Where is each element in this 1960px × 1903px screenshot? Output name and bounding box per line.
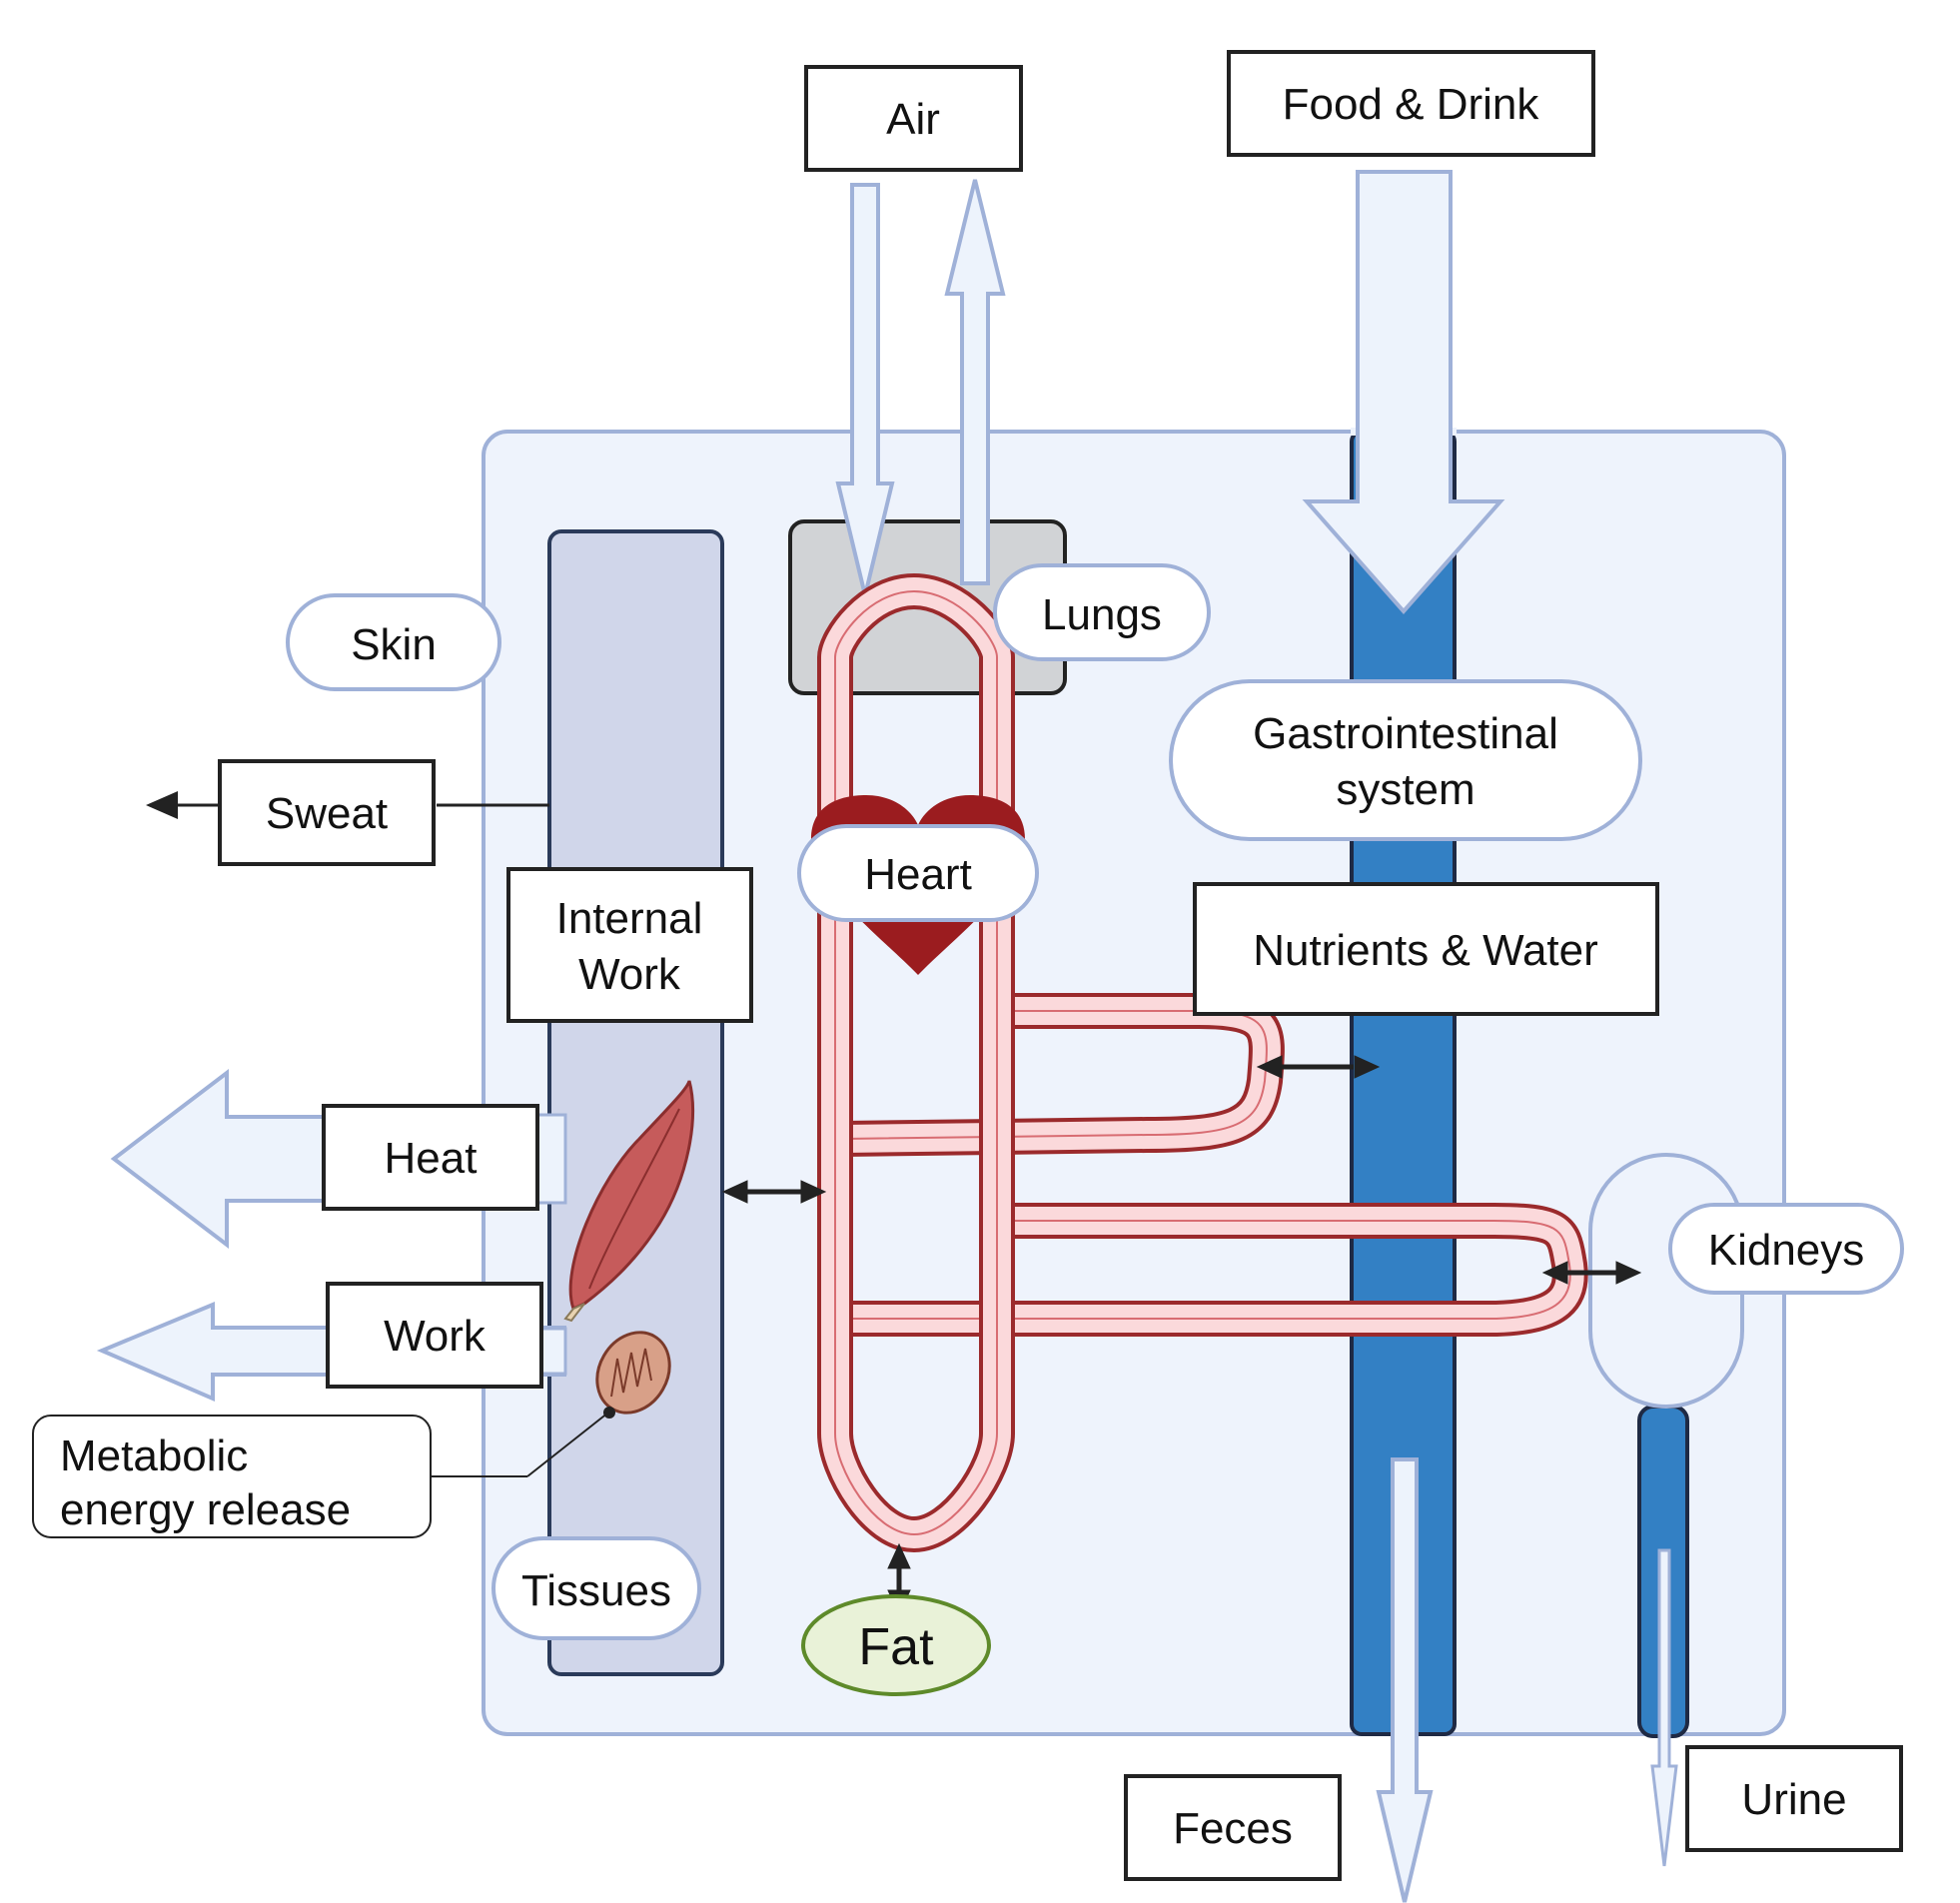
gastrointestinal-line2: system <box>1336 765 1474 814</box>
metabolic-line2: energy release <box>60 1485 351 1534</box>
skin-label: Skin <box>351 620 437 669</box>
metabolic-line1: Metabolic <box>60 1431 248 1480</box>
skin-pill <box>286 593 501 691</box>
work-box <box>326 1282 543 1389</box>
food-arrow <box>1302 170 1505 615</box>
nutrients-water-label: Nutrients & Water <box>1253 926 1598 975</box>
nutrients-water-box <box>1193 882 1659 1016</box>
heat-connector <box>534 1113 567 1205</box>
internal-work-line1: Internal <box>556 894 703 943</box>
tissues-column <box>547 529 724 1676</box>
feces-box <box>1124 1774 1342 1881</box>
sweat-box <box>218 759 436 866</box>
muscle-icon <box>563 1080 694 1323</box>
air-in-arrow <box>835 183 895 596</box>
food-drink-label: Food & Drink <box>1283 80 1540 129</box>
lungs-label: Lungs <box>1042 590 1162 639</box>
tissues-pill <box>491 1536 701 1640</box>
heat-box <box>322 1104 539 1211</box>
lungs-pill <box>993 563 1211 661</box>
work-connector <box>538 1327 567 1376</box>
work-label: Work <box>384 1312 487 1361</box>
metabolic-box <box>32 1415 432 1538</box>
fat-ellipse <box>801 1594 991 1696</box>
tissues-label: Tissues <box>521 1566 671 1615</box>
mitochondrion-icon <box>432 1331 671 1477</box>
gastrointestinal-line1: Gastrointestinal <box>1253 709 1558 758</box>
urine-label: Urine <box>1741 1775 1846 1824</box>
internal-work-box <box>506 867 753 1023</box>
heat-label: Heat <box>385 1134 478 1183</box>
urine-box <box>1685 1745 1903 1852</box>
feces-label: Feces <box>1173 1804 1293 1853</box>
internal-work-line2: Work <box>578 950 681 999</box>
sweat-label: Sweat <box>266 789 388 838</box>
double-arrows <box>721 1055 1642 1616</box>
urine-arrow <box>1650 1548 1678 1867</box>
sweat-arrowhead <box>146 791 178 819</box>
kidneys-pill <box>1668 1203 1904 1295</box>
feces-arrow <box>1376 1457 1434 1903</box>
food-drink-box <box>1227 50 1595 157</box>
heart-pill <box>797 824 1039 922</box>
heart-label: Heart <box>864 850 972 899</box>
kidneys-label: Kidneys <box>1708 1226 1865 1275</box>
air-box <box>804 65 1023 172</box>
fat-label: Fat <box>858 1618 934 1676</box>
gastrointestinal-pill <box>1169 679 1642 841</box>
air-out-arrow <box>944 179 1006 585</box>
air-label: Air <box>886 95 940 144</box>
